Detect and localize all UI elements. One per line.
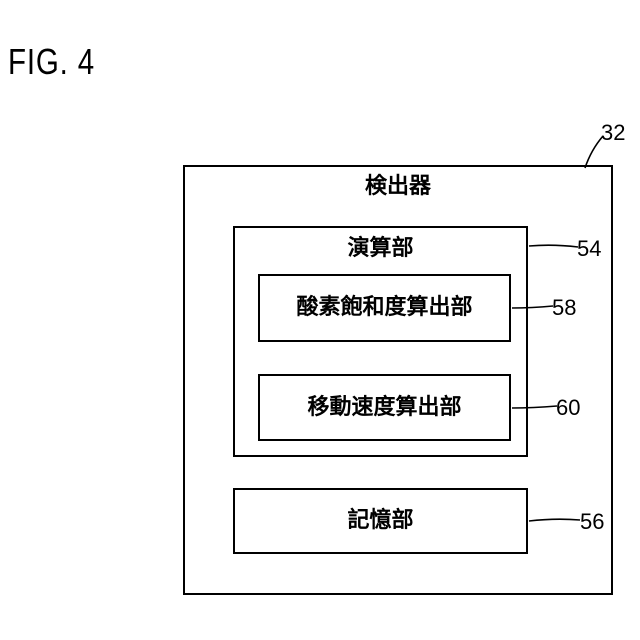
- ref-number-56: 56: [580, 509, 604, 535]
- ref-number-58: 58: [552, 295, 576, 321]
- storage-unit-title: 記憶部: [235, 507, 526, 535]
- movement-speed-calculator-title: 移動速度算出部: [260, 394, 509, 422]
- movement-speed-calculator-box: 移動速度算出部: [258, 374, 511, 441]
- ref-number-54: 54: [577, 236, 601, 262]
- detector-title: 検出器: [185, 173, 611, 201]
- ref-number-32: 32: [601, 120, 625, 146]
- storage-unit-box: 記憶部: [233, 488, 528, 554]
- ref-number-60: 60: [556, 395, 580, 421]
- oxygen-saturation-calculator-box: 酸素飽和度算出部: [258, 274, 511, 342]
- oxygen-saturation-calculator-title: 酸素飽和度算出部: [260, 294, 509, 322]
- figure-label: FIG. 4: [8, 36, 95, 88]
- computation-unit-title: 演算部: [235, 235, 526, 263]
